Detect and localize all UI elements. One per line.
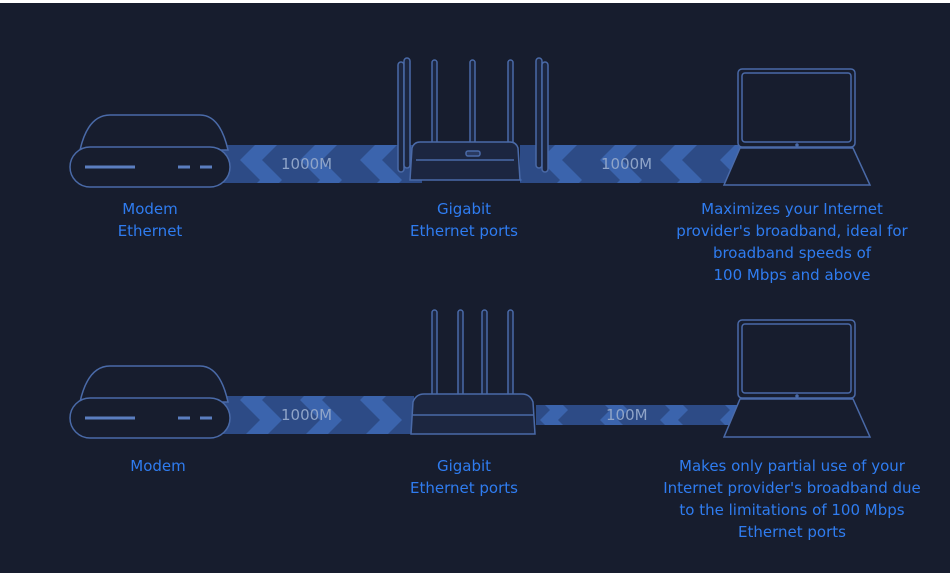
speed-label-row2-link2: 100M xyxy=(606,406,648,424)
modem-icon xyxy=(69,365,231,439)
label-line: Ethernet xyxy=(117,222,183,240)
link-band-row1-modem-router xyxy=(222,145,422,183)
laptop-label-row1: Maximizes your Internet provider's broad… xyxy=(660,198,924,286)
speed-label-row2-link1: 1000M xyxy=(281,406,333,424)
label-line: Maximizes your Internet xyxy=(701,200,883,218)
modem-label-row2: Modem xyxy=(98,455,218,477)
laptop-icon xyxy=(722,68,872,186)
label-line: Modem xyxy=(130,457,186,475)
label-line: broadband speeds of xyxy=(712,244,872,262)
router-label-row1: Gigabit Ethernet ports xyxy=(394,198,534,242)
laptop-icon xyxy=(722,319,872,438)
top-border xyxy=(0,0,950,3)
label-line: Ethernet ports xyxy=(410,479,518,497)
label-line: 100 Mbps and above xyxy=(713,266,871,284)
speed-label-row1-link1: 1000M xyxy=(281,155,333,173)
label-line: Makes only partial use of your xyxy=(679,457,905,475)
label-line: Gigabit xyxy=(436,200,492,218)
label-line: to the limitations of 100 Mbps xyxy=(679,501,905,519)
router-label-row2: Gigabit Ethernet ports xyxy=(394,455,534,499)
link-band-row1-router-laptop xyxy=(520,145,748,183)
router-4-antenna-icon xyxy=(410,309,536,435)
label-line: Ethernet ports xyxy=(410,222,518,240)
modem-icon xyxy=(69,114,231,188)
modem-label-row1: Modem Ethernet xyxy=(90,198,210,242)
label-line: Ethernet ports xyxy=(738,523,846,541)
link-band-row2-modem-router xyxy=(222,396,414,434)
router-6-antenna-icon xyxy=(397,57,549,181)
speed-label-row1-link2: 1000M xyxy=(601,155,653,173)
link-band-row2-router-laptop xyxy=(536,405,742,425)
laptop-label-row2: Makes only partial use of your Internet … xyxy=(652,455,932,543)
label-line: provider's broadband, ideal for xyxy=(676,222,908,240)
label-line: Modem xyxy=(122,200,178,218)
label-line: Internet provider's broadband due xyxy=(663,479,921,497)
label-line: Gigabit xyxy=(436,457,492,475)
